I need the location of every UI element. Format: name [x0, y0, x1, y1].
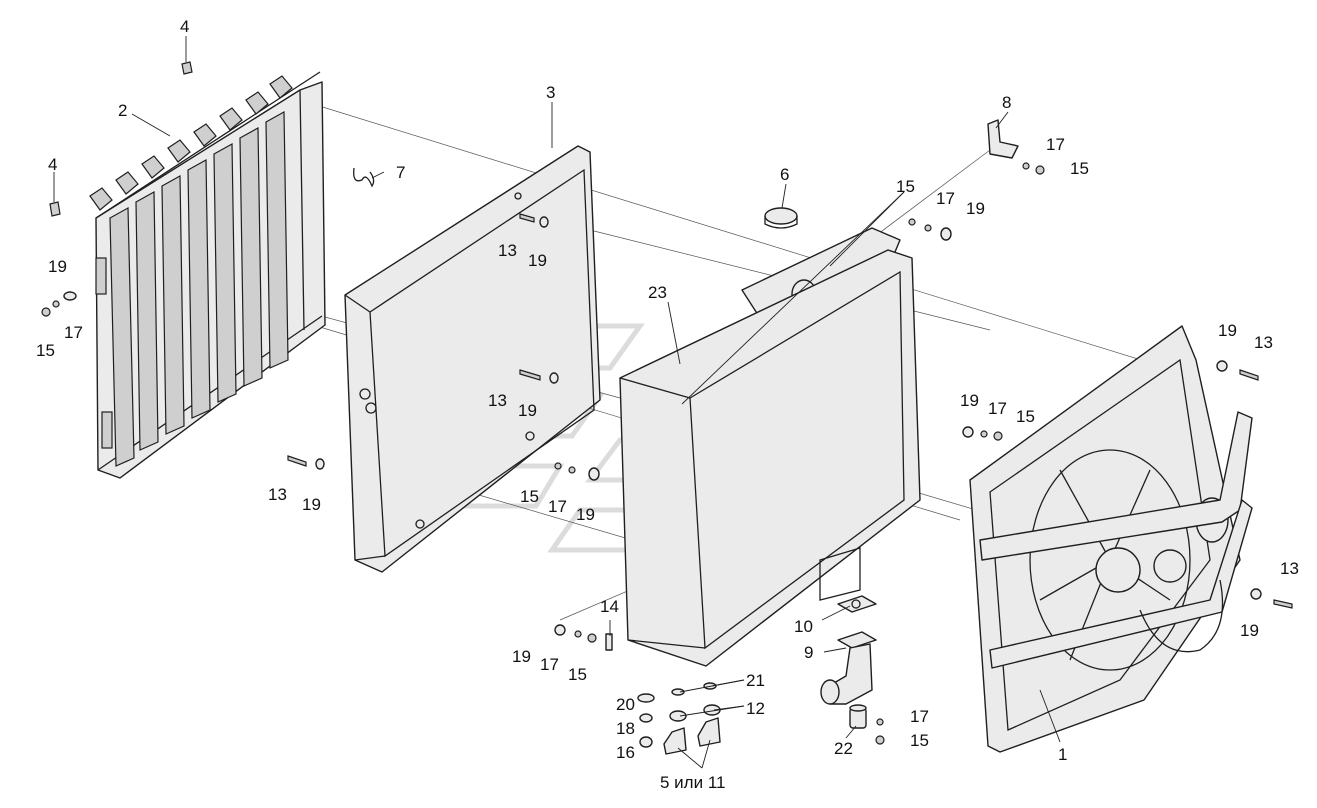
label-19-e: 19 [576, 505, 595, 524]
label-2: 2 [118, 101, 127, 120]
part-2-louvre-grille [89, 71, 326, 479]
fastener-set-shroud [875, 360, 1293, 745]
label-1: 1 [1058, 745, 1067, 764]
label-15-b: 15 [520, 487, 539, 506]
label-19-d: 19 [302, 495, 321, 514]
label-19-a: 19 [48, 257, 67, 276]
label-19-b: 19 [528, 251, 547, 270]
label-23: 23 [648, 283, 667, 302]
fastener-set-top-right [908, 162, 1045, 241]
label-6: 6 [780, 165, 789, 184]
fastener-set-frame-mid [519, 369, 559, 384]
label-17-f: 17 [540, 655, 559, 674]
label-15-a: 15 [36, 341, 55, 360]
louvre-slats [89, 75, 293, 467]
part-9-elbow-pipe [820, 631, 877, 705]
label-4-top: 4 [180, 17, 189, 36]
label-17-d: 17 [1046, 135, 1065, 154]
part-14-drain-plug [605, 633, 613, 651]
part-6-filler-cap [764, 207, 798, 229]
part-4-clip-top [181, 61, 193, 75]
part-4-clip-left [49, 201, 61, 217]
label-13-e: 13 [1280, 559, 1299, 578]
label-19-f: 19 [966, 199, 985, 218]
fastener-set-radiator-mid [554, 462, 600, 481]
part-22-sleeve [849, 704, 867, 729]
label-7: 7 [396, 163, 405, 182]
label-8: 8 [1002, 93, 1011, 112]
fasteners [41, 162, 1293, 745]
fastener-set-frame-top [519, 213, 549, 228]
label-15-g: 15 [910, 731, 929, 750]
label-13-d: 13 [1254, 333, 1273, 352]
label-13-c: 13 [268, 485, 287, 504]
fastener-set-left-grille [41, 291, 77, 317]
label-19-c: 19 [518, 401, 537, 420]
part-10-gasket [837, 595, 877, 613]
part-1-fan-shroud [969, 325, 1253, 753]
bottom-fittings [637, 682, 721, 755]
label-15-c: 15 [896, 177, 915, 196]
fastener-set-radiator-bottom [554, 624, 597, 643]
leader-lines [53, 36, 1061, 769]
label-3: 3 [546, 83, 555, 102]
label-12: 12 [746, 699, 765, 718]
label-19-j: 19 [512, 647, 531, 666]
label-22: 22 [834, 739, 853, 758]
part-labels: 4 2 4 19 17 15 7 3 13 19 13 19 13 19 1 5 … [36, 17, 1299, 792]
label-17-a: 17 [64, 323, 83, 342]
label-19-g: 19 [1218, 321, 1237, 340]
label-18: 18 [616, 719, 635, 738]
label-10: 10 [794, 617, 813, 636]
label-19-h: 19 [960, 391, 979, 410]
label-15-e: 15 [1016, 407, 1035, 426]
label-13-a: 13 [498, 241, 517, 260]
label-21: 21 [746, 671, 765, 690]
label-16: 16 [616, 743, 635, 762]
part-8-bracket [987, 119, 1019, 159]
label-5-or-11: 5 или 11 [660, 773, 725, 792]
label-9: 9 [804, 643, 813, 662]
fastener-set-frame-left [287, 455, 325, 470]
part-7-spring-clip [353, 167, 375, 188]
part-3-frame [344, 145, 601, 573]
label-17-e: 17 [988, 399, 1007, 418]
label-15-f: 15 [568, 665, 587, 684]
label-4-left: 4 [48, 155, 57, 174]
label-20: 20 [616, 695, 635, 714]
label-14: 14 [600, 597, 619, 616]
part-23-radiator [619, 227, 921, 667]
label-15-d: 15 [1070, 159, 1089, 178]
label-17-c: 17 [936, 189, 955, 208]
label-19-i: 19 [1240, 621, 1259, 640]
label-17-g: 17 [910, 707, 929, 726]
label-17-b: 17 [548, 497, 567, 516]
label-13-b: 13 [488, 391, 507, 410]
